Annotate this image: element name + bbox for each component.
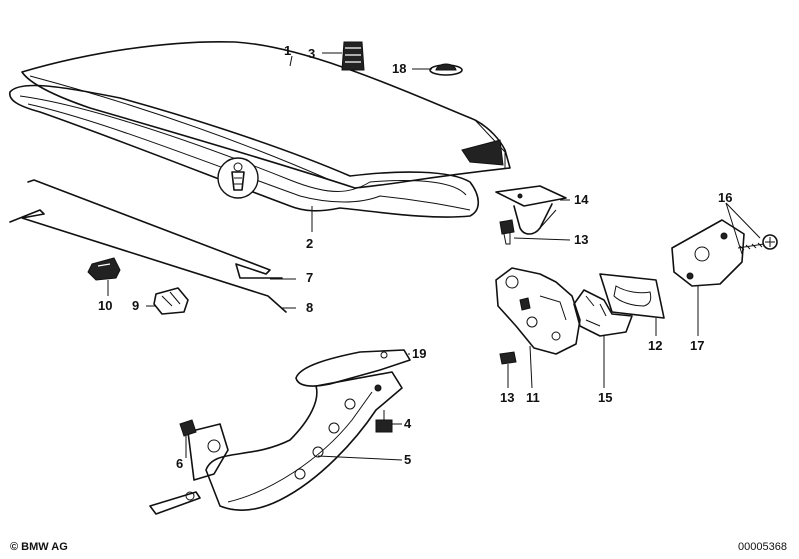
- hinge: [149, 371, 403, 515]
- callout-12: 12: [648, 338, 662, 353]
- callout-18: 18: [392, 61, 406, 76]
- lock-bracket: [573, 289, 633, 337]
- bolt-4: [375, 410, 393, 433]
- callout-17: 17: [690, 338, 704, 353]
- callout-14: 14: [574, 192, 589, 207]
- callout-3: 3: [308, 46, 315, 61]
- callout-13-upper: 13: [574, 232, 588, 247]
- callout-16: 16: [718, 190, 732, 205]
- clip-10: [87, 257, 121, 281]
- callout-6: 6: [176, 456, 183, 471]
- callout-5: 5: [404, 452, 411, 467]
- callout-9: 9: [132, 298, 139, 313]
- leader-lines: [107, 52, 761, 461]
- copyright-notice: © BMW AG: [10, 541, 68, 553]
- seal: [9, 84, 480, 218]
- callout-2: 2: [306, 236, 313, 251]
- clip-9: [153, 287, 189, 315]
- callout-1: 1: [284, 43, 291, 58]
- callout-8: 8: [306, 300, 313, 315]
- trunk-lock: [495, 267, 581, 355]
- callout-13-lower: 13: [500, 390, 514, 405]
- clip-6: [179, 419, 197, 452]
- shim-plate: [295, 349, 411, 387]
- callout-4: 4: [404, 416, 412, 431]
- trunk-lid: [21, 40, 511, 189]
- callout-15: 15: [598, 390, 612, 405]
- lock-cylinder: [671, 219, 745, 287]
- callout-11: 11: [526, 390, 540, 405]
- screw-16: [737, 234, 778, 251]
- screw-13-lower: [499, 351, 517, 374]
- rods: [9, 179, 287, 313]
- screw-13-upper: [499, 219, 515, 245]
- document-number: 00005368: [738, 541, 787, 553]
- rubber-buffer: [341, 41, 365, 71]
- seal-clip-detail: [217, 157, 259, 199]
- grommet: [429, 63, 463, 76]
- callout-10: 10: [98, 298, 112, 313]
- callout-labels: 1 2 3 4 5 6 7 8 9 10 11 12 13 13 14 15 1…: [98, 43, 732, 471]
- callout-19: 19: [412, 346, 426, 361]
- callout-7: 7: [306, 270, 313, 285]
- lock-plate: [599, 273, 665, 319]
- bracket-14: [495, 185, 567, 235]
